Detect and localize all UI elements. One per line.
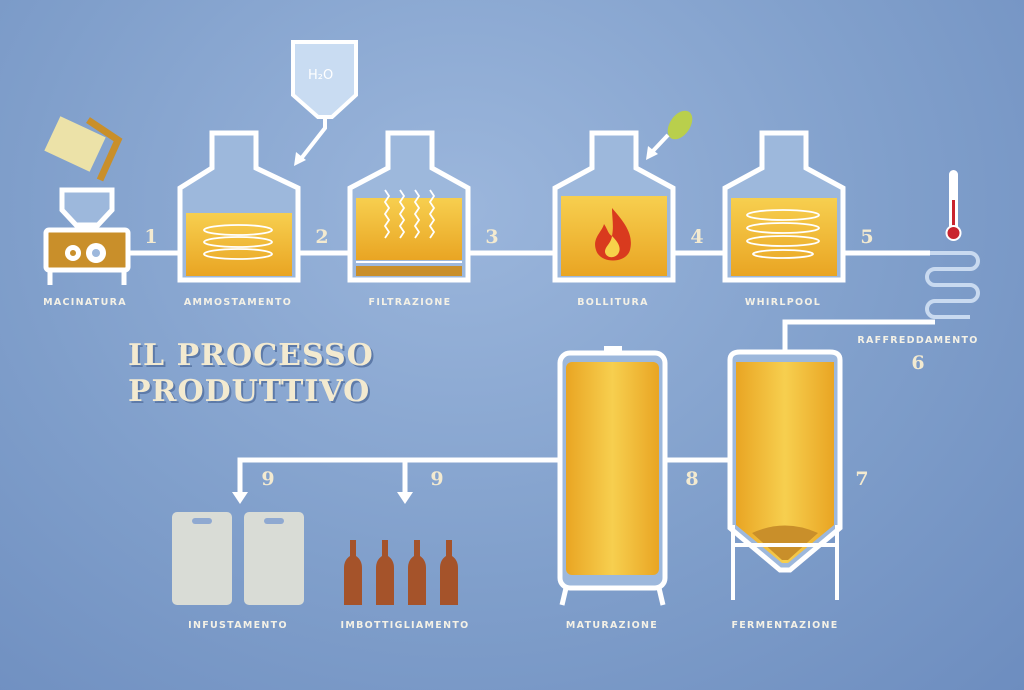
mill xyxy=(43,116,131,285)
kegs xyxy=(172,512,304,605)
bottles xyxy=(344,540,458,605)
tank-fermentazione xyxy=(727,349,843,600)
arrow-down-icon xyxy=(397,492,413,504)
label-infustamento: INFUSTAMENTO xyxy=(188,620,288,631)
bottle-icon xyxy=(440,540,458,605)
step-number-6: 6 xyxy=(911,352,925,374)
step-number-1: 1 xyxy=(144,226,158,248)
title-line-2: PRODUTTIVO xyxy=(128,374,371,409)
bottle-icon xyxy=(344,540,362,605)
label-fermentazione: FERMENTAZIONE xyxy=(731,620,839,631)
keg-icon xyxy=(172,512,232,605)
step-number-4: 4 xyxy=(690,226,704,248)
label-imbottigliamento: IMBOTTIGLIAMENTO xyxy=(340,620,470,631)
page-title: IL PROCESSO PRODUTTIVO xyxy=(128,338,374,410)
step-number-9-kegging: 9 xyxy=(261,468,275,490)
arrow-down-icon xyxy=(232,492,248,504)
step-number-3: 3 xyxy=(485,226,499,248)
tank-maturazione xyxy=(557,346,668,606)
bottle-icon xyxy=(408,540,426,605)
keg-icon xyxy=(244,512,304,605)
step-number-5: 5 xyxy=(860,226,874,248)
step-number-2: 2 xyxy=(315,226,329,248)
thermometer-icon xyxy=(945,170,962,241)
label-macinatura: MACINATURA xyxy=(43,297,127,308)
step-number-9-bottling: 9 xyxy=(430,468,444,490)
label-filtrazione: FILTRAZIONE xyxy=(368,297,452,308)
kettle-bollitura xyxy=(552,130,676,283)
title-line-1: IL PROCESSO xyxy=(128,338,374,373)
arrow-heads xyxy=(232,492,413,504)
kettle-filtrazione xyxy=(347,130,471,283)
label-whirlpool: WHIRLPOOL xyxy=(744,297,822,308)
water-tank xyxy=(291,40,358,166)
label-bollitura: BOLLITURA xyxy=(577,297,649,308)
label-maturazione: MATURAZIONE xyxy=(565,620,659,631)
flame-icon xyxy=(595,208,631,261)
water-label: H₂O xyxy=(308,68,334,83)
hop-icon xyxy=(646,110,693,160)
step-number-7: 7 xyxy=(855,468,869,490)
label-ammostamento: AMMOSTAMENTO xyxy=(183,297,293,308)
pipes xyxy=(128,250,980,495)
kettle-ammostamento xyxy=(177,130,301,283)
label-raffreddamento: RAFFREDDAMENTO xyxy=(857,335,979,346)
kettle-whirlpool xyxy=(722,130,846,283)
step-number-8: 8 xyxy=(685,468,699,490)
bottle-icon xyxy=(376,540,394,605)
